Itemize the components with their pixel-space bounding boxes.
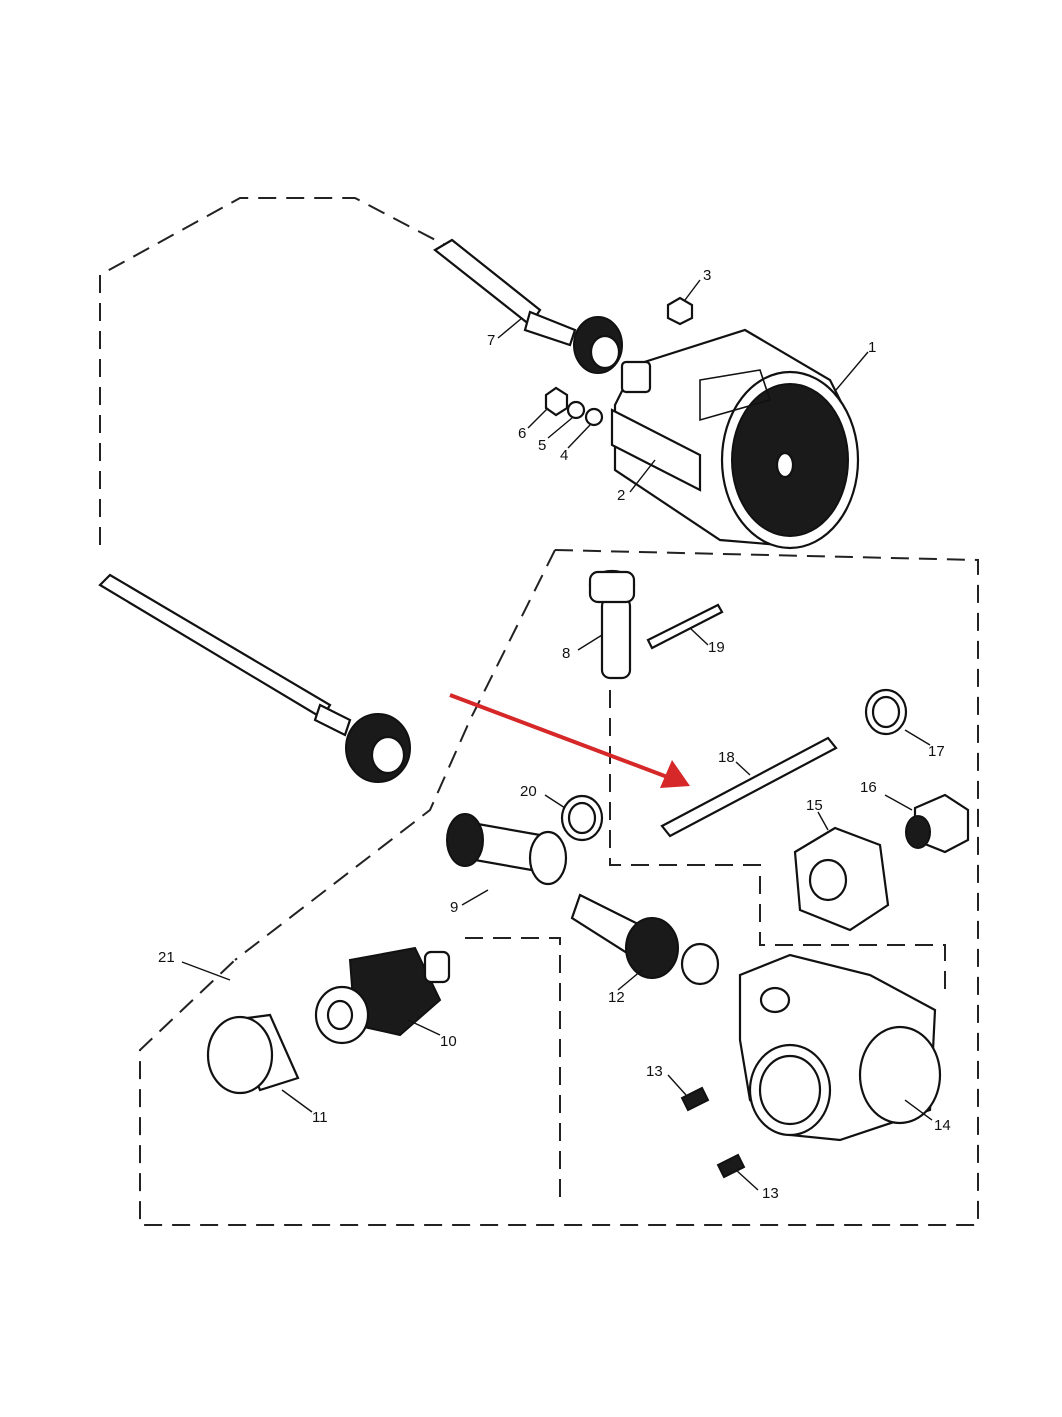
callout-19: 19 [708,639,725,656]
pin-8 [588,569,636,680]
speedometer-gauge [613,328,860,550]
callout-4: 4 [560,447,568,464]
plug-16 [905,793,970,854]
cotter-pin-19 [646,603,724,650]
callout-11: 11 [312,1109,328,1126]
callout-12: 12 [608,989,625,1006]
callout-13a: 13 [646,1063,663,1080]
callout-14: 14 [934,1117,951,1134]
callout-18: 18 [718,749,735,766]
callout-6: 6 [518,425,526,442]
lower-dashed-boundary [139,549,979,1226]
set-screw-13a [680,1086,710,1112]
gear-10 [314,946,451,1045]
callout-16: 16 [860,779,877,796]
drive-cable-upper [433,238,623,374]
callout-21: 21 [158,949,175,966]
washer-5 [566,400,586,420]
callout-1: 1 [868,339,876,356]
outer-dashed-boundary [99,197,446,545]
drive-cable-lower [98,573,411,783]
callout-13b: 13 [762,1185,779,1202]
callout-20: 20 [520,783,537,800]
inner-dashed-boundary [465,690,946,1200]
callout-2: 2 [617,487,625,504]
callout-8: 8 [562,645,570,662]
callout-5: 5 [538,437,546,454]
callout-7: 7 [487,332,495,349]
hex-nut-15 [793,826,890,932]
set-screw-13b [716,1153,746,1179]
nut-6 [544,386,569,417]
gauge-bracket [610,408,702,492]
callout-3: 3 [703,267,711,284]
washer-4 [584,407,604,427]
callout-9: 9 [450,899,458,916]
bushing-9 [446,813,568,886]
callout-15: 15 [806,797,823,814]
nut-3 [666,296,694,326]
gear-shaft-12 [570,893,720,986]
callout-10: 10 [440,1033,457,1050]
diagonal-dashed-line [234,549,556,961]
shaft-18 [660,736,838,838]
highlight-arrow [449,693,690,788]
callout-leaders [181,279,933,1191]
cap-11 [206,1013,300,1095]
housing-14 [738,953,942,1142]
callout-17: 17 [928,743,945,760]
